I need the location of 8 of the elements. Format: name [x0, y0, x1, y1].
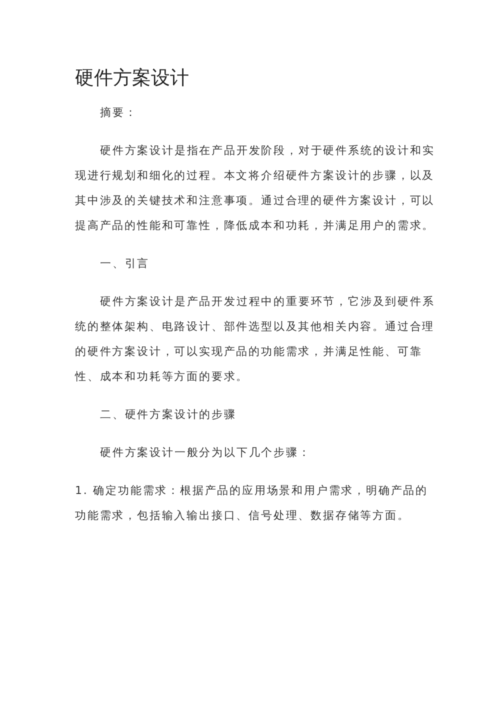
section-heading: 一、引言	[99, 256, 151, 272]
page-title: 硬件方案设计	[75, 66, 190, 91]
paragraph: 硬件方案设计一般分为以下几个步骤：	[99, 445, 312, 461]
section-heading: 二、硬件方案设计的步骤	[99, 407, 238, 423]
section-heading: 摘要：	[99, 105, 138, 121]
list-item: 1. 确定功能需求：根据产品的应用场景和用户需求，明确产品的功能需求，包括输入输出接口、信号处理、数据存储等方面。	[75, 483, 429, 524]
paragraph: 硬件方案设计是产品开发过程中的重要环节，它涉及到硬件系统的整体架构、电路设计、部件选型以及其他相关内容。通过合理的硬件方案设计，可以实现产品的功能需求，并满足性能、可靠性、成本和功耗等方面的要求。	[75, 294, 435, 385]
paragraph: 硬件方案设计是指在产品开发阶段，对于硬件系统的设计和实现进行规划和细化的过程。本文将介绍硬件方案设计的步骤，以及其中涉及的关键技术和注意事项。通过合理的硬件方案设计，可以提高产品的性能和可靠性，降低成本和功耗，并满足用户的需求。	[75, 143, 435, 234]
